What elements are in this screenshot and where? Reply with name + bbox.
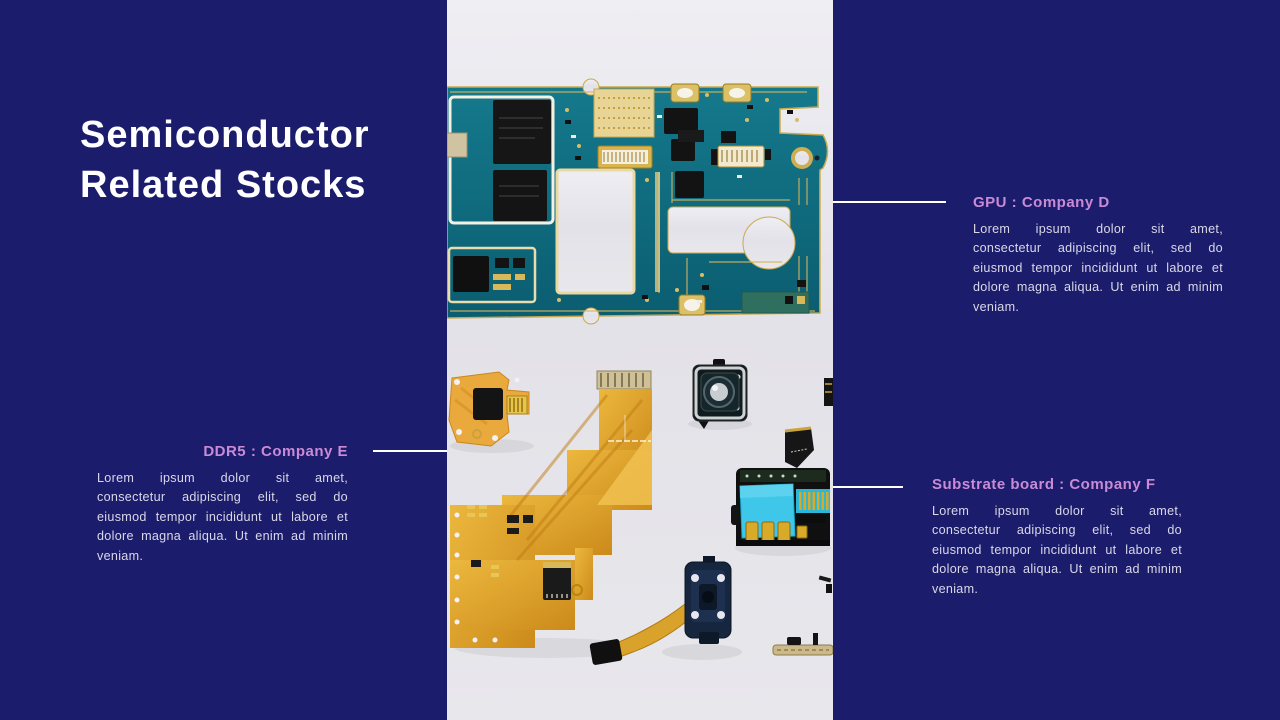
title-line-1: Semiconductor	[80, 114, 370, 156]
callout-ddr5-body: Lorem ipsum dolor sit amet, consectetur …	[97, 471, 348, 563]
callout-substrate: Substrate board : Company F Lorem ipsum …	[932, 476, 1182, 599]
callout-ddr5: DDR5 : Company E Lorem ipsum dolor sit a…	[97, 443, 348, 566]
main-flex-cable	[450, 370, 652, 648]
callout-gpu: GPU : Company D Lorem ipsum dolor sit am…	[973, 194, 1223, 317]
callout-connector-line-ddr5	[373, 450, 447, 452]
callout-substrate-body: Lorem ipsum dolor sit amet, consectetur …	[932, 504, 1182, 596]
camera-module	[692, 359, 748, 429]
components-photo	[447, 0, 833, 720]
callout-gpu-body: Lorem ipsum dolor sit amet, consectetur …	[973, 222, 1223, 314]
slide-title: Semiconductor Related Stocks	[80, 110, 440, 210]
headphone-jack-module	[589, 556, 732, 665]
callout-ddr5-heading: DDR5 : Company E	[203, 443, 348, 460]
small-flex-cable	[448, 371, 530, 447]
callout-gpu-heading: GPU : Company D	[973, 194, 1110, 211]
sim-reader-module	[731, 426, 830, 546]
callout-connector-line-substrate	[833, 486, 903, 488]
board-connector-1	[597, 145, 653, 169]
title-line-2: Related Stocks	[80, 164, 367, 206]
callout-connector-line-gpu	[833, 201, 946, 203]
motherboard-pcb	[447, 78, 829, 325]
callout-substrate-heading: Substrate board : Company F	[932, 476, 1156, 493]
board-connector-2	[711, 145, 771, 168]
edge-small-parts	[772, 378, 833, 656]
